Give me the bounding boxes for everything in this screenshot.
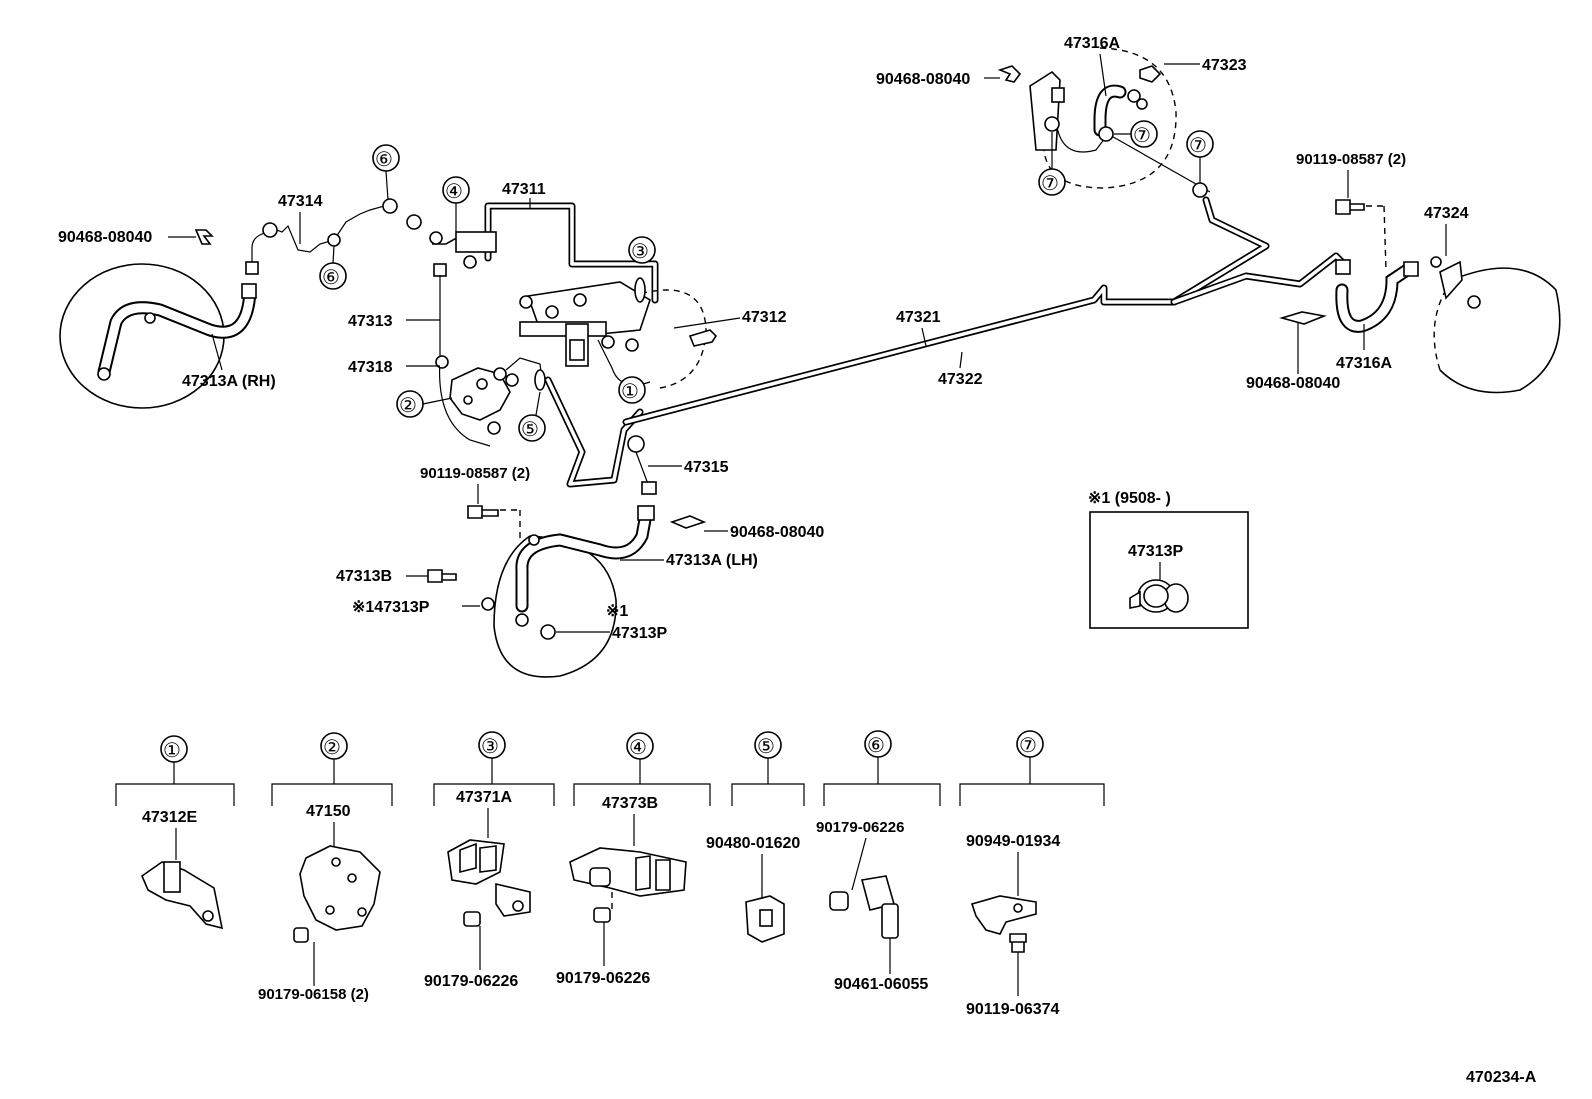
clip-icon-center <box>669 515 707 529</box>
detail-7-part: 90949-01934 <box>966 833 1060 850</box>
label-47324: 47324 <box>1424 205 1469 222</box>
svg-text:⑥: ⑥ <box>867 735 885 757</box>
rh-line-47314 <box>245 198 398 275</box>
callout-1-top: ① <box>618 376 646 404</box>
lh-brake-disc <box>493 535 617 678</box>
callout-5-top: ⑤ <box>518 391 546 442</box>
rear-lh-brake-drum <box>1433 260 1561 394</box>
detail-group-6: ⑥ 90179-06226 90461-06055 <box>816 730 941 993</box>
label-47312: 47312 <box>742 309 787 326</box>
svg-text:⑤: ⑤ <box>521 419 539 441</box>
label-47311: 47311 <box>502 181 546 198</box>
label-47316a-right: 47316A <box>1336 355 1392 372</box>
callout-2-top: ② <box>396 390 453 418</box>
rh-flex-hose <box>97 283 257 381</box>
detail-group-7: ⑦ 90949-01934 90119-06374 <box>959 730 1105 1018</box>
label-47322: 47322 <box>938 371 983 388</box>
detail-group-4: ④ 47373B 90179-06226 <box>556 732 711 987</box>
detail-group-5: ⑤ 90480-01620 <box>706 731 805 943</box>
line-47321-47322 <box>622 196 1348 426</box>
detail-group-1: ① 47312E <box>115 735 235 930</box>
callout-7-a: ⑦ <box>1114 120 1158 148</box>
clip-label-left: 90468-08040 <box>58 229 152 246</box>
label-47314: 47314 <box>278 193 323 210</box>
svg-text:①: ① <box>621 381 639 403</box>
lh-flex-hose <box>515 505 655 627</box>
callout-7-c: ⑦ <box>1038 132 1066 196</box>
svg-text:⑦: ⑦ <box>1189 135 1207 157</box>
inset-title: ※1 (9508- ) <box>1088 490 1171 507</box>
detail-2-part: 47150 <box>306 803 351 820</box>
bolt-47313b-icon <box>427 569 457 583</box>
label-47321: 47321 <box>896 309 941 326</box>
label-47323: 47323 <box>1202 57 1247 74</box>
label-47313a-rh: 47313A (RH) <box>182 373 276 390</box>
svg-text:⑥: ⑥ <box>322 267 340 289</box>
svg-text:⑥: ⑥ <box>375 149 393 171</box>
callout-6-lower: ⑥ <box>319 245 347 290</box>
clip-label-center: 90468-08040 <box>730 524 824 541</box>
bolt-icon-right <box>1335 199 1365 215</box>
junction-4-bracket <box>455 231 497 253</box>
clip-icon-left <box>194 229 214 245</box>
detail-7-subpart: 90119-06374 <box>966 1001 1060 1018</box>
callout-7-b: ⑦ <box>1186 130 1214 183</box>
svg-text:④: ④ <box>445 181 463 203</box>
svg-text:⑦: ⑦ <box>1133 125 1151 147</box>
diagram-id: 470234-A <box>1466 1069 1537 1086</box>
detail-group-3: ③ 47371A 90179-06226 <box>424 731 555 990</box>
detail-2-subpart: 90179-06158 (2) <box>258 986 369 1003</box>
svg-text:①: ① <box>163 740 181 762</box>
label-47313: 47313 <box>348 313 393 330</box>
clip-label-top: 90468-08040 <box>876 71 970 88</box>
label-47313p-b: 47313P <box>612 625 667 642</box>
callout-6-upper: ⑥ <box>372 144 400 201</box>
svg-text:③: ③ <box>631 241 649 263</box>
note1-label: ※1 <box>606 603 628 620</box>
label-47313a-lh: 47313A (LH) <box>666 552 758 569</box>
svg-text:⑦: ⑦ <box>1019 735 1037 757</box>
inset-part-label: 47313P <box>1128 543 1183 560</box>
detail-6-subpart: 90461-06055 <box>834 976 928 993</box>
bolt-label-right: 90119-08587 (2) <box>1296 151 1406 168</box>
callout-3-top: ③ <box>628 236 656 303</box>
svg-text:③: ③ <box>481 736 499 758</box>
clip-icon-top <box>997 65 1022 83</box>
detail-1-part: 47312E <box>142 809 197 826</box>
label-47316a-top: 47316A <box>1064 35 1120 52</box>
detail-group-2: ② 47150 90179-06158 (2) <box>258 732 393 1003</box>
detail-4-part: 47373B <box>602 795 658 812</box>
washer-47313p-a <box>481 597 495 611</box>
detail-3-subpart: 90179-06226 <box>424 973 518 990</box>
bolt-label-center: 90119-08587 (2) <box>420 465 530 482</box>
brake-booster <box>519 281 718 389</box>
inset-note-1: ※1 (9508- ) 47313P <box>1088 490 1249 629</box>
svg-text:⑤: ⑤ <box>757 736 775 758</box>
line-47315 <box>544 376 657 495</box>
bolt-icon-center <box>467 505 499 519</box>
clip-icon-right <box>1279 311 1327 325</box>
rear-lh-hose <box>1335 256 1442 333</box>
label-47318: 47318 <box>348 359 393 376</box>
washer-47313p-b <box>540 624 556 640</box>
detail-6-part: 90179-06226 <box>816 819 904 836</box>
svg-text:②: ② <box>399 395 417 417</box>
detail-5-part: 90480-01620 <box>706 835 800 852</box>
detail-3-part: 47371A <box>456 789 512 806</box>
line-47311 <box>484 202 659 304</box>
svg-text:②: ② <box>323 737 341 759</box>
label-47313p-a: ※147313P <box>352 599 430 616</box>
clip-label-right: 90468-08040 <box>1246 375 1340 392</box>
detail-4-subpart: 90179-06226 <box>556 970 650 987</box>
rear-rh-hose <box>1044 65 1211 198</box>
callout-4-top: ④ <box>442 176 470 232</box>
label-47313b: 47313B <box>336 568 392 585</box>
proportioning-valve <box>435 355 546 435</box>
svg-text:④: ④ <box>629 737 647 759</box>
svg-text:⑦: ⑦ <box>1041 173 1059 195</box>
label-47315: 47315 <box>684 459 729 476</box>
